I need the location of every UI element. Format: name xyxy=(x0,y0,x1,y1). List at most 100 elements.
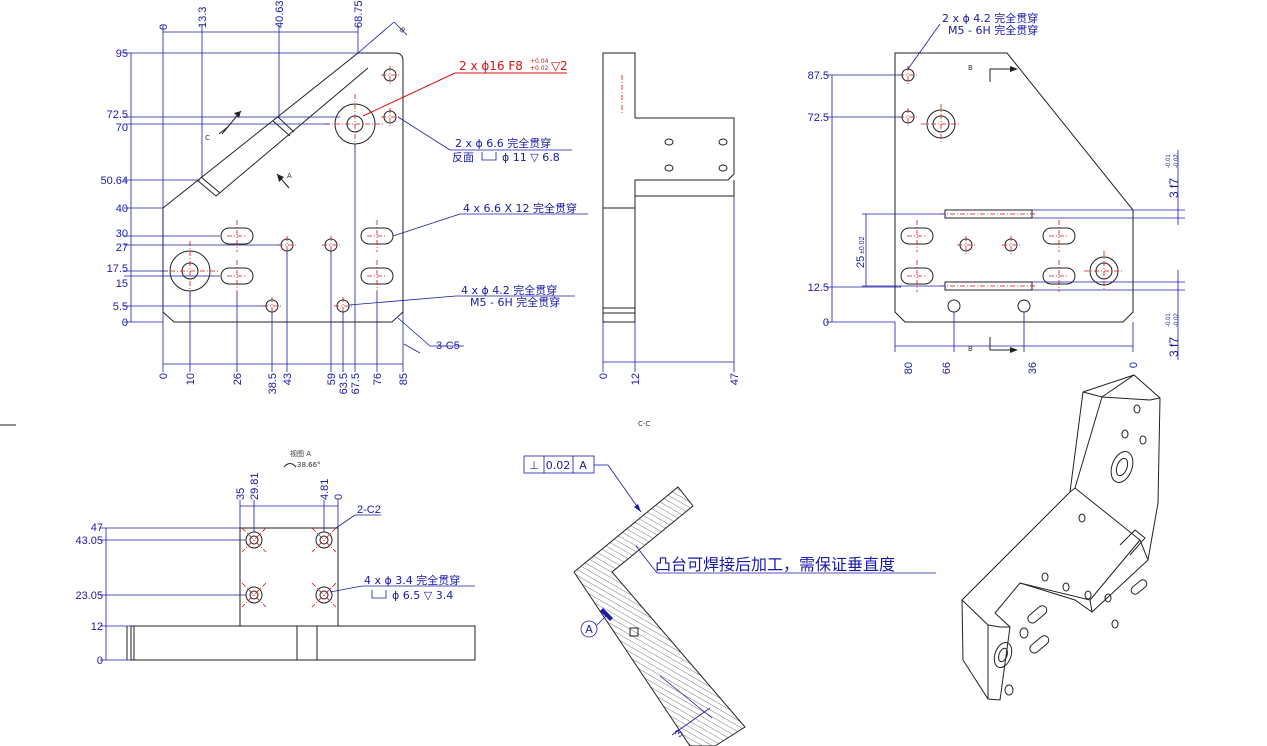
datum-a-circle xyxy=(580,620,598,638)
dim-70: 70 xyxy=(116,122,128,134)
right-dim-25-tol: ±0.02 xyxy=(859,236,866,254)
fit-top: 3 f7 xyxy=(1167,178,1181,198)
bv-dim-29-81: 29.81 xyxy=(249,472,261,500)
dim-95: 95 xyxy=(116,48,128,60)
counterbore-icon xyxy=(481,152,497,161)
gdt-perpendicularity-icon: ⊥ xyxy=(529,459,539,472)
right-callout-1: 2 x ϕ 4.2 完全贯穿 xyxy=(942,11,1038,25)
slot-callout: 4 x 6.6 X 12 完全贯穿 xyxy=(463,201,577,215)
right-dim-25: 25 xyxy=(855,256,867,268)
front-left-dims: 95 72.5 70 50.64 40 30 27 17.5 15 5.5 0 xyxy=(100,48,128,329)
dim-bot-0: 0 xyxy=(158,373,170,379)
dim-50-64: 50.64 xyxy=(100,175,128,187)
front-centerlines xyxy=(160,66,399,315)
dim-15: 15 xyxy=(116,278,128,290)
chamfer-note: 3-C5 xyxy=(436,340,460,352)
front-dimension-lines xyxy=(124,21,588,372)
dim-bot-76: 76 xyxy=(372,373,384,385)
right-section-b-top: B xyxy=(968,64,973,72)
rotation-arc-icon xyxy=(283,463,297,468)
dim-68-75: 68.75 xyxy=(353,0,365,28)
right-dim-66: 66 xyxy=(941,362,953,374)
bv-dim-12: 12 xyxy=(91,621,103,633)
base-outline xyxy=(130,625,476,661)
groove-edge-3 xyxy=(277,116,295,133)
hole-66-callout: 2 x ϕ 6.6 完全贯穿 xyxy=(455,136,551,150)
bv-callout-1: 4 x ϕ 3.4 完全贯穿 xyxy=(364,573,460,587)
side-dim-0: 0 xyxy=(598,373,610,379)
section-label: C-C xyxy=(638,420,650,428)
bv-dim-0-left: 0 xyxy=(97,655,103,667)
fit-bottom-tol-upper: -0.01 xyxy=(1166,313,1172,327)
front-top-dims: 0 13.3 40.63 68.75 xyxy=(158,0,365,30)
dim-30: 30 xyxy=(116,228,128,240)
bottom-dimension-lines xyxy=(100,500,475,661)
side-dim-12: 12 xyxy=(630,373,642,385)
bv-chamfer: 2-C2 xyxy=(357,504,381,516)
fit-bottom-tol-lower: -0.02 xyxy=(1174,313,1180,327)
front-bottom-dims: 0 10 26 38.5 43 59 63.5 67.5 76 85 xyxy=(158,373,410,394)
dim-top-0: 0 xyxy=(158,24,170,30)
right-dim-36: 36 xyxy=(1027,362,1039,374)
view-arrow-label-a: A xyxy=(287,172,292,180)
right-outline xyxy=(894,52,1134,323)
bv-callout-2: ϕ 6.5 ▽ 3.4 xyxy=(392,589,453,602)
fit-top-tol-upper: -0.01 xyxy=(1166,154,1172,168)
dim-bot-38-5: 38.5 xyxy=(267,373,279,394)
groove-edge xyxy=(200,176,221,194)
section-mark-c: C xyxy=(205,134,210,142)
section-note: 凸台可焊接后加工，需保证垂直度 xyxy=(655,555,895,574)
front-outline xyxy=(162,52,404,323)
right-view: 2 x ϕ 4.2 完全贯穿 M5 - 6H 完全贯穿 87.5 72.5 12… xyxy=(808,11,1185,374)
bv-counterbore-icon xyxy=(371,590,387,599)
bv-dim-4-81: 4.81 xyxy=(319,479,331,500)
dim-13-3: 13.3 xyxy=(197,7,209,28)
bore-tol-upper: +0.04 xyxy=(530,58,549,65)
right-dim-12-5: 12.5 xyxy=(808,282,829,294)
side-outline xyxy=(602,52,735,323)
right-dim-80: 80 xyxy=(903,362,915,374)
dim-bot-85: 85 xyxy=(398,373,410,385)
dim-40: 40 xyxy=(116,203,128,215)
right-callout-2: M5 - 6H 完全贯穿 xyxy=(948,23,1038,37)
right-dim-72-5: 72.5 xyxy=(808,112,829,124)
bv-dim-35: 35 xyxy=(235,488,247,500)
view-a-angle: 38.66° xyxy=(297,461,321,469)
weld-dim: 3 xyxy=(673,728,686,740)
bore-depth-symbol: ▽ xyxy=(551,59,561,73)
dim-bot-43: 43 xyxy=(282,373,294,385)
bore-depth: 2 xyxy=(560,59,568,73)
bv-dim-23-05: 23.05 xyxy=(75,590,103,602)
dim-bot-67-5: 67.5 xyxy=(350,373,362,394)
gdt-value: 0.02 xyxy=(546,459,571,472)
bottom-centerlines xyxy=(241,527,337,608)
bv-dim-47: 47 xyxy=(91,522,103,534)
dim-27: 27 xyxy=(116,242,128,254)
dim-bot-59: 59 xyxy=(326,373,338,385)
bv-dim-0: 0 xyxy=(333,494,345,500)
datum-a-label: A xyxy=(585,623,593,636)
m5-callout-2: M5 - 6H 完全贯穿 xyxy=(470,295,560,309)
dim-17-5: 17.5 xyxy=(107,263,128,275)
front-groove xyxy=(196,67,369,197)
boss-outline xyxy=(239,527,339,627)
dim-40-63: 40.63 xyxy=(274,0,286,28)
right-dim-87-5: 87.5 xyxy=(808,70,829,82)
iso-outline xyxy=(961,374,1161,701)
gdt-frame: ⊥ 0.02 A xyxy=(523,455,642,513)
m5-callout-1: 4 x ϕ 4.2 完全贯穿 xyxy=(461,283,557,297)
section-mark-b: B xyxy=(398,26,407,35)
right-section-b-bottom: B xyxy=(968,345,973,353)
bottom-view: 视图 A 38.66° 35 29.81 4.81 0 47 43.05 23.… xyxy=(75,449,476,667)
right-slot-top xyxy=(944,209,1033,219)
bore-callout: 2 x ϕ16 F8 xyxy=(459,59,523,73)
groove-edge-2 xyxy=(272,120,291,137)
fit-bottom: 3 f7 xyxy=(1167,337,1181,357)
right-dim-0-b: 0 xyxy=(1128,362,1140,368)
bv-dim-43-05: 43.05 xyxy=(75,535,103,547)
dim-72-5: 72.5 xyxy=(107,109,128,121)
isometric-view xyxy=(961,374,1161,701)
dim-0: 0 xyxy=(122,317,128,329)
section-notch xyxy=(629,627,639,637)
